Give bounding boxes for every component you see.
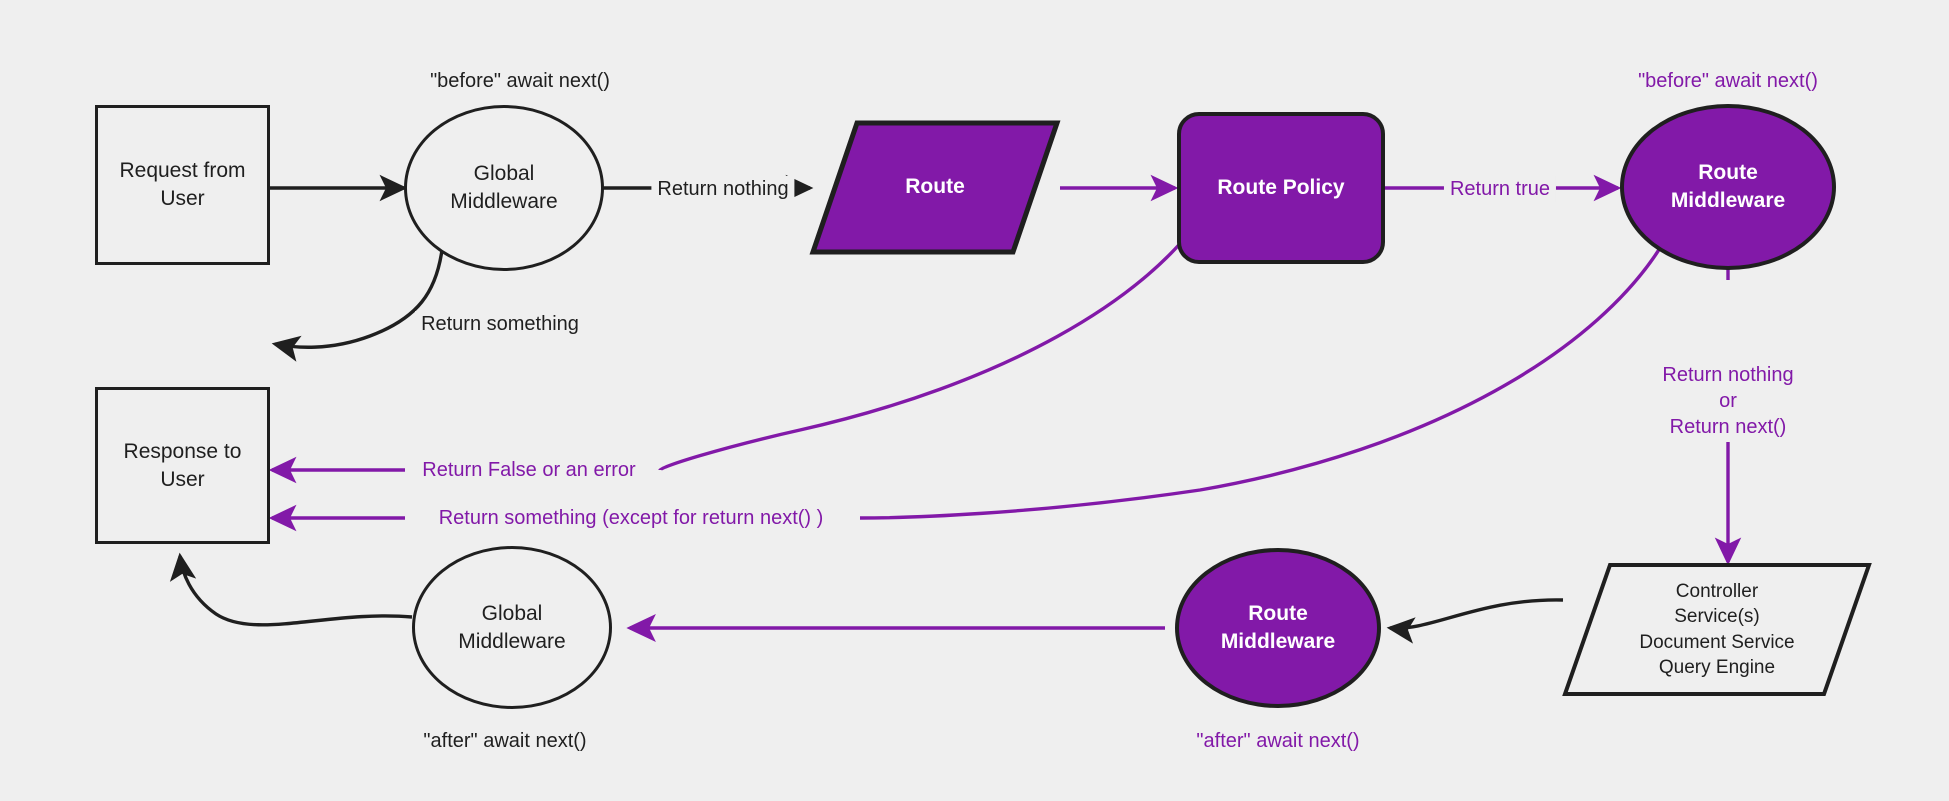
edge-label-return-nothing-or-next: Return nothing or Return next() — [1654, 360, 1802, 442]
node-response-to-user-label: Response to User — [123, 439, 242, 491]
node-route-label: Route — [905, 175, 965, 199]
node-route-middleware-top-label: Route Middleware — [1670, 161, 1786, 212]
edge-global-middleware-bottom-to-response — [169, 552, 413, 627]
node-global-middleware-top[interactable]: Global Middleware — [404, 105, 604, 271]
node-response-to-user[interactable]: Response to User — [95, 387, 270, 544]
node-request-from-user[interactable]: Request from User — [95, 105, 270, 265]
node-global-middleware-bottom[interactable]: Global Middleware — [412, 546, 612, 709]
node-route-policy-label: Route Policy — [1217, 176, 1345, 200]
caption-after-await-next-global: "after" await next() — [423, 730, 587, 752]
node-controller-stack-label: Controller Service(s) Document Service Q… — [1639, 580, 1795, 678]
edge-label-return-nothing: Return nothing — [651, 176, 795, 202]
edge-controller-to-route-middleware-bottom — [1386, 598, 1564, 644]
node-route-middleware-top[interactable]: Route Middleware — [1620, 104, 1836, 270]
node-controller-stack[interactable]: Controller Service(s) Document Service Q… — [1562, 562, 1872, 697]
node-route-middleware-bottom-label: Route Middleware — [1220, 602, 1336, 653]
edge-label-return-something-except-next: Return something (except for return next… — [432, 505, 830, 531]
edge-label-return-true: Return true — [1443, 176, 1557, 202]
controller-parallelogram-shape — [1562, 563, 1872, 696]
caption-before-await-next-global: "before" await next() — [430, 70, 610, 92]
node-route[interactable]: Route — [809, 120, 1061, 255]
node-global-middleware-top-label: Global Middleware — [450, 162, 558, 213]
route-parallelogram-shape — [809, 120, 1061, 255]
edge-label-return-false-or-error: Return False or an error — [416, 457, 642, 483]
caption-before-await-next-route: "before" await next() — [1638, 70, 1818, 92]
edge-route-policy-to-response-false — [658, 206, 1210, 472]
edge-label-return-something-top: Return something — [415, 311, 585, 337]
node-route-middleware-bottom[interactable]: Route Middleware — [1175, 548, 1381, 708]
caption-after-await-next-route: "after" await next() — [1196, 730, 1360, 752]
edge-global-middleware-to-response — [271, 249, 444, 362]
node-request-from-user-label: Request from User — [119, 159, 246, 210]
edge-route-middleware-to-response-something — [859, 239, 1667, 520]
node-global-middleware-bottom-label: Global Middleware — [458, 601, 566, 653]
node-route-policy[interactable]: Route Policy — [1177, 112, 1385, 264]
